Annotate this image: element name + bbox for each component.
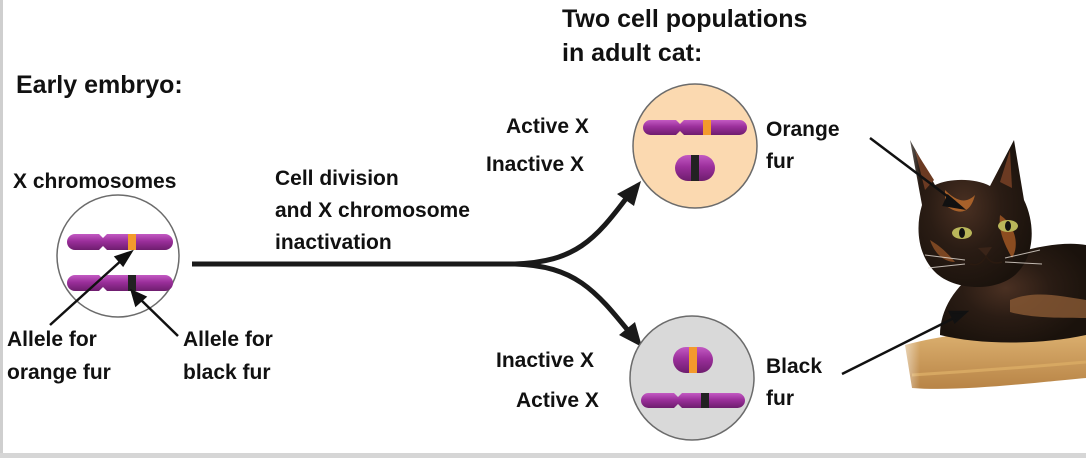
active-x-chromosome-bottom-cell [641, 393, 745, 408]
black-fur-label: Black fur [766, 355, 823, 410]
tortoiseshell-cat-photo [890, 120, 1086, 400]
active-x-bottom-label: Active X [516, 389, 599, 412]
division-arrow [192, 194, 632, 335]
active-x-top-label: Active X [506, 115, 589, 138]
black-fur-cell [629, 315, 755, 441]
orange-allele-band [128, 234, 136, 250]
allele-pointers [49, 249, 179, 337]
allele-orange-label: Allele for orange fur [7, 328, 111, 384]
active-x-chromosome-top-cell [643, 120, 747, 135]
cell-division-label: Cell division and X chromosome inactivat… [275, 167, 470, 254]
slide-bottom-border [0, 453, 1086, 458]
black-allele-band [128, 275, 136, 291]
embryo-chromosome-top [67, 234, 173, 250]
inactive-x-chromosome-bottom-cell [673, 347, 713, 373]
arrowhead-up [617, 181, 641, 206]
fur-pointers [841, 137, 970, 376]
inactive-x-chromosome-top-cell [675, 155, 715, 181]
embryo-chromosome-bottom [67, 275, 173, 291]
inactive-x-top-label: Inactive X [486, 153, 585, 176]
early-embryo-label: Early embryo: [16, 71, 183, 99]
arrowhead-down [619, 322, 642, 347]
orange-fur-label: Orange fur [766, 118, 840, 173]
allele-black-label: Allele for black fur [183, 328, 273, 384]
orange-fur-cell [632, 83, 758, 209]
two-populations-label: Two cell populations in adult cat: [562, 5, 808, 67]
slide-left-border [0, 0, 3, 458]
x-chromosomes-label: X chromosomes [13, 170, 177, 193]
inactive-x-bottom-label: Inactive X [496, 349, 595, 372]
